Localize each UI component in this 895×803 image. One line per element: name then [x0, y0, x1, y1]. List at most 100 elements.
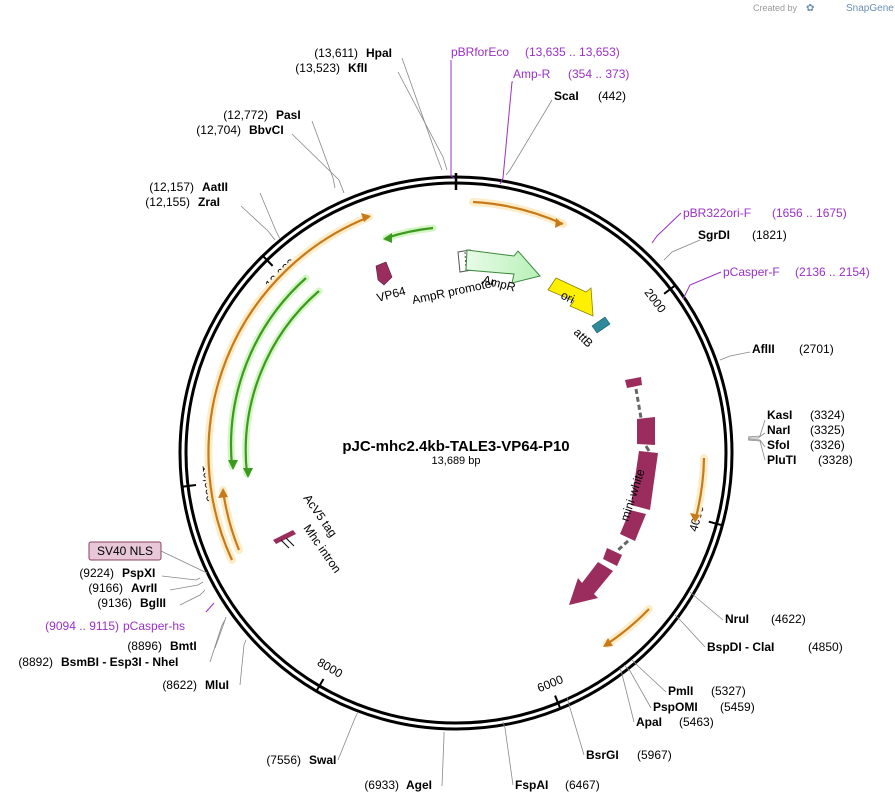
site-pmli: PmlI	[668, 684, 693, 698]
site-pos: (5459)	[720, 700, 755, 714]
plasmid-name: pJC-mhc2.4kb-TALE3-VP64-P10	[342, 438, 569, 455]
credit-brand: SnapGene	[846, 3, 894, 14]
site-leader-line	[689, 591, 724, 621]
site-leader-line	[401, 57, 443, 171]
site-pos: (6933)	[364, 778, 399, 792]
site-leader-line	[748, 432, 766, 439]
tick-mark	[663, 284, 676, 295]
site-swai: SwaI	[309, 753, 336, 767]
site-agei: AgeI	[406, 778, 432, 792]
site-leader-line	[619, 667, 635, 723]
site-pos: (5463)	[679, 715, 714, 729]
credit-prefix: Created by	[753, 3, 798, 13]
site-pspxi: PspXI	[122, 566, 155, 580]
site-leader-line	[161, 575, 201, 581]
site-pos: (5967)	[637, 748, 672, 762]
site-apai: ApaI	[636, 715, 662, 729]
site-pos: (4622)	[771, 612, 806, 626]
primer-pcasperhs-name: pCasper-hs	[123, 619, 185, 633]
site-leader-line	[240, 205, 276, 241]
site-pos: (9166)	[88, 581, 123, 595]
primer-pbrforeco-range: (13,635 .. 13,653)	[525, 45, 620, 59]
site-pspomi: PspOMI	[653, 700, 698, 714]
site-kfli: KflI	[348, 61, 367, 75]
site-sfoi: SfoI	[767, 438, 790, 452]
site-bspdi-clai: BspDI - ClaI	[707, 640, 774, 654]
primer-pcasperf-name: pCasper-F	[723, 265, 780, 279]
ori-label: ori	[559, 288, 577, 306]
primer-pbrforeco-name: pBRforEco	[451, 45, 509, 59]
site-pos: (3328)	[818, 453, 853, 467]
vp64-label: VP64	[375, 284, 407, 305]
tick-mark	[315, 678, 325, 692]
backbone	[178, 173, 734, 731]
site-leader-line	[623, 664, 652, 709]
tick-label: 8000	[315, 655, 345, 681]
site-pos: (7556)	[266, 753, 301, 767]
site-leader-line	[337, 711, 359, 761]
primer-pbr322ori-name: pBR322ori-F	[683, 206, 751, 220]
orf-arrow-head	[555, 218, 563, 228]
site-pos: (12,772)	[223, 108, 268, 122]
site-pos: (3325)	[810, 423, 845, 437]
site-scai: ScaI	[554, 89, 579, 103]
site-pos: (8896)	[127, 639, 162, 653]
site-zrai: ZraI	[198, 195, 220, 209]
site-leader-line	[505, 99, 553, 176]
site-pos: (3326)	[810, 438, 845, 452]
attb-label: attB	[571, 325, 596, 350]
site-bmti: BmtI	[170, 639, 197, 653]
primer-pcasperhs-range: (9094 .. 9115)	[45, 619, 119, 633]
tick-mark	[262, 255, 274, 267]
primer-labels: pBRforEco (13,635 .. 13,653) Amp-R (354 …	[45, 45, 870, 633]
site-mlui: MluI	[205, 678, 229, 692]
feature-attb	[591, 316, 611, 334]
site-pos: (442)	[598, 89, 626, 103]
snapgene-logo-icon: ✿	[806, 3, 814, 14]
site-aatii: AatII	[202, 180, 228, 194]
feature-mini-white	[569, 377, 658, 605]
site-pasi: PasI	[276, 108, 301, 122]
tick-mark	[708, 520, 723, 527]
site-leader-line	[239, 639, 247, 686]
site-leaders	[161, 57, 766, 787]
plasmid-size: 13,689 bp	[432, 455, 481, 467]
site-avrii: AvrII	[131, 581, 157, 595]
site-leader-line	[631, 659, 667, 693]
site-pos: (8622)	[162, 678, 197, 692]
site-hpai: HpaI	[366, 46, 392, 60]
site-sgrdi: SgrDI	[698, 228, 730, 242]
site-leader-line	[566, 696, 585, 756]
site-leader-line	[259, 192, 281, 240]
site-pos: (9224)	[79, 566, 114, 580]
site-aflii: AflII	[752, 342, 775, 356]
site-leader-line	[397, 71, 448, 171]
orf-arcs	[204, 198, 708, 648]
site-leader-line	[747, 438, 766, 448]
feature-ampr	[465, 249, 541, 284]
feature-ori	[547, 277, 594, 317]
site-pos: (12,704)	[196, 123, 241, 137]
site-leader-line	[719, 351, 751, 361]
site-leader-line	[311, 120, 336, 189]
site-pos: (13,611)	[314, 46, 358, 60]
site-pos: (2701)	[799, 342, 834, 356]
site-leader-line	[441, 732, 445, 787]
site-leader-line	[291, 133, 345, 194]
feature-vp64	[375, 261, 393, 286]
site-leader-line	[747, 419, 766, 438]
tick-mark	[181, 484, 197, 488]
site-pos: (9136)	[97, 596, 132, 610]
site-labels: (13,611) HpaI (13,523) KflI (12,772) Pas…	[18, 46, 852, 792]
site-nari: NarI	[767, 423, 790, 437]
site-fspai: FspAI	[515, 778, 548, 792]
site-leader-line	[502, 721, 514, 786]
site-leader-line	[209, 619, 226, 663]
site-nrui: NruI	[725, 612, 749, 626]
site-pluti: PluTI	[767, 453, 796, 467]
green-arcs	[227, 224, 437, 478]
primer-pcasperf-range: (2136 .. 2154)	[795, 265, 870, 279]
primer-pbr322ori-range: (1656 .. 1675)	[772, 206, 847, 220]
site-bbvci: BbvCI	[249, 123, 284, 137]
amp-promoter-label: AmpR promoter	[411, 276, 497, 307]
